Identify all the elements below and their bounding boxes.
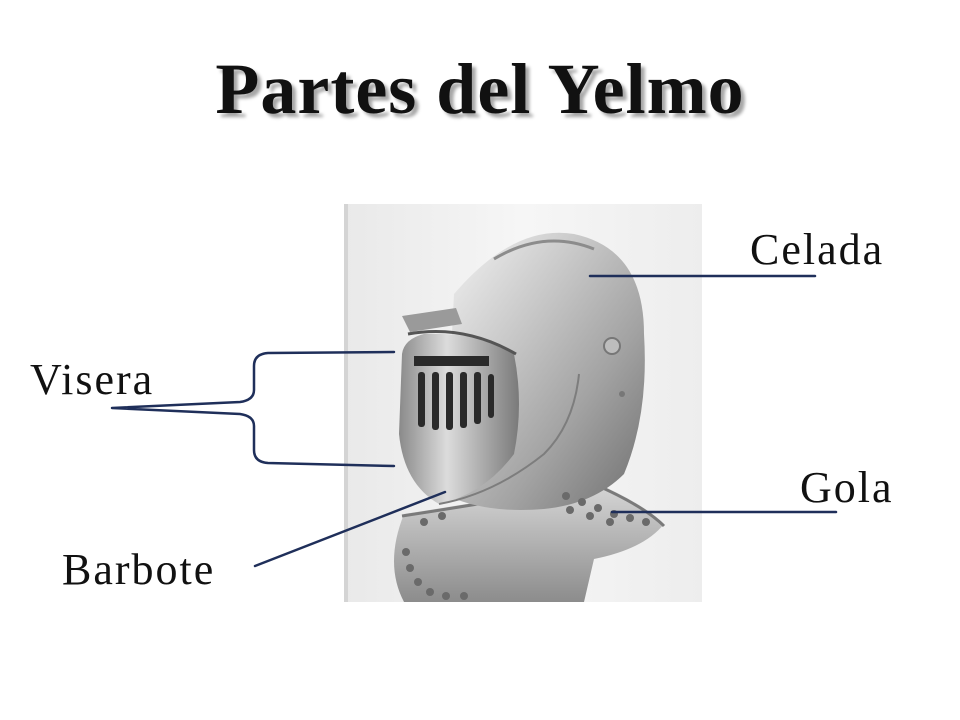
label-visera: Visera [30, 355, 155, 404]
helmet-image [344, 204, 702, 602]
page-title: Partes del Yelmo [215, 49, 745, 129]
label-gola: Gola [800, 463, 894, 512]
visera-leader-line [110, 350, 396, 468]
label-barbote: Barbote [62, 545, 216, 594]
label-celada: Celada [750, 225, 885, 274]
barbote-leader-line [253, 490, 447, 568]
